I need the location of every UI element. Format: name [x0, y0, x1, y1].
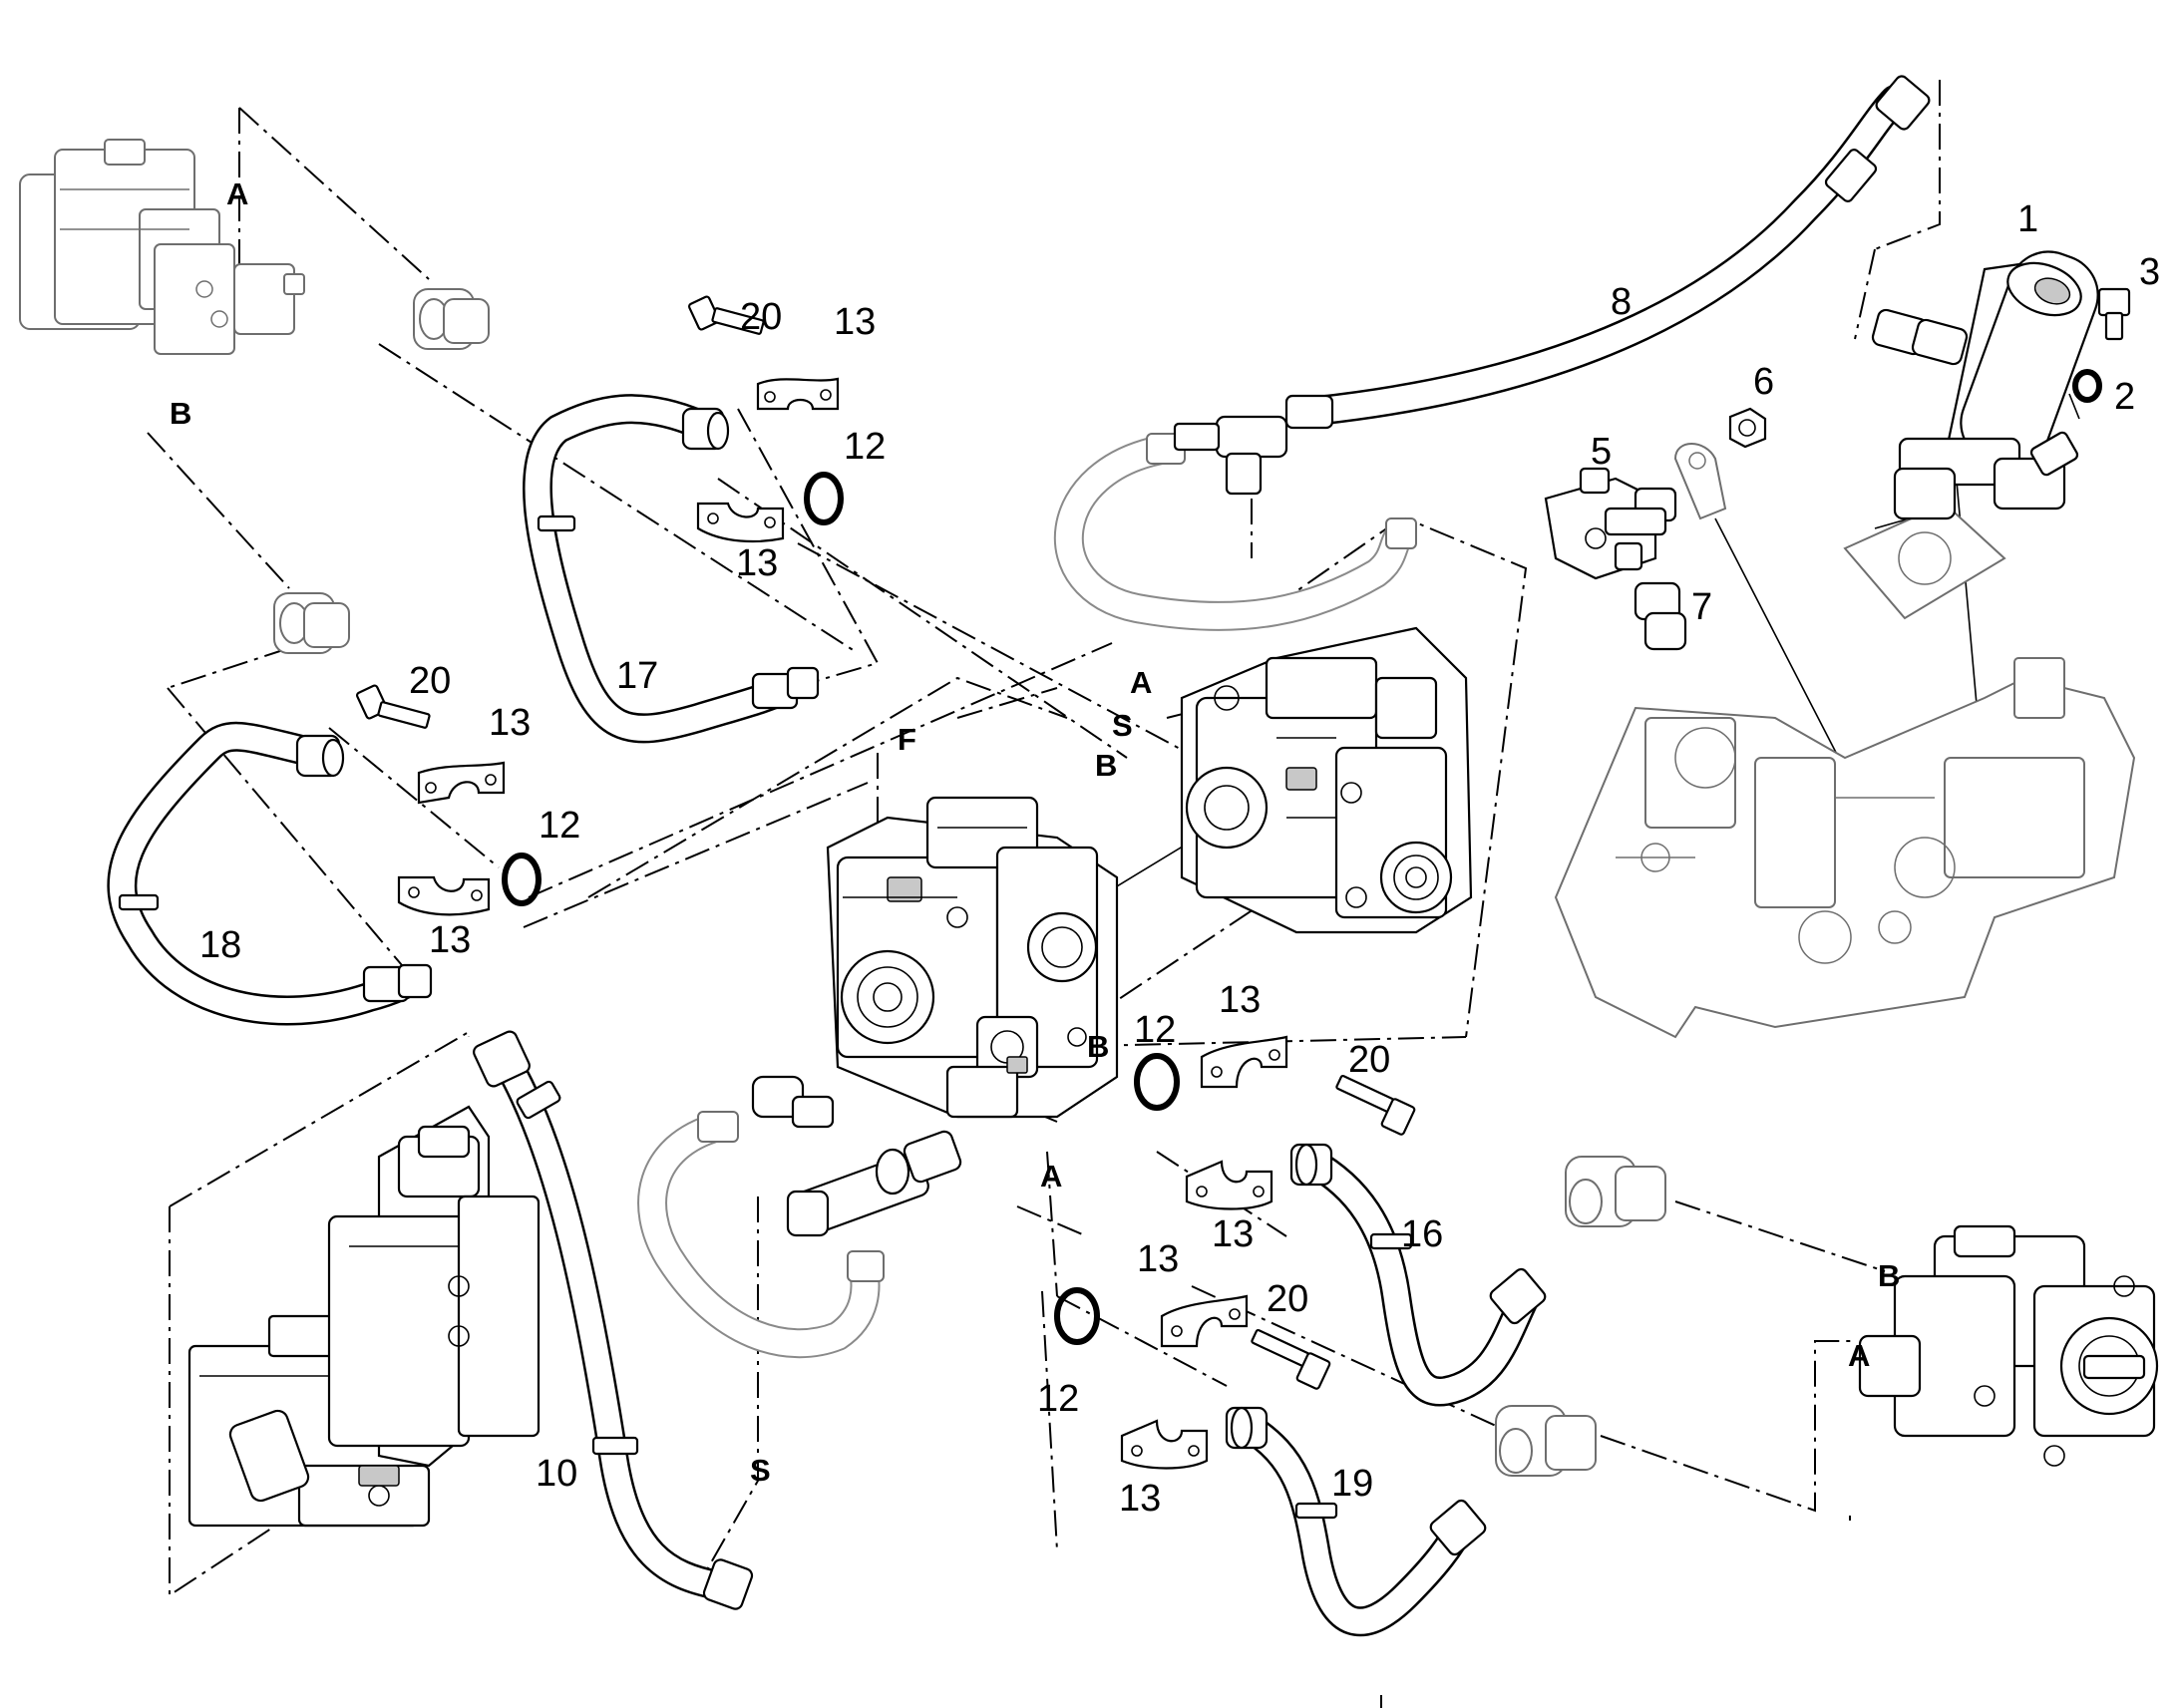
callout-20-left: 20	[409, 660, 451, 702]
port-b-pump: B	[1087, 1029, 1109, 1064]
hose-16	[1289, 1143, 1547, 1407]
port-labels: A B A S B F B A S B A	[170, 176, 1900, 1488]
hose-8	[1284, 75, 1931, 430]
o-ring-icon	[502, 853, 542, 906]
bolt-icon	[1335, 1074, 1416, 1136]
port-f-center: F	[898, 722, 916, 757]
callout-8: 8	[1611, 281, 1632, 323]
callout-19: 19	[1331, 1463, 1373, 1505]
callout-12-mid: 12	[1134, 1009, 1176, 1051]
hose-17	[523, 394, 820, 744]
port-b-center: B	[1095, 748, 1117, 783]
o-ring-icon	[804, 472, 844, 525]
hydraulic-motor-icon	[19, 139, 305, 355]
callout-1: 1	[2017, 198, 2038, 240]
callout-13-top: 13	[834, 301, 876, 343]
port-s-center: S	[1112, 708, 1133, 743]
callout-6: 6	[1753, 361, 1774, 403]
frame-icon	[1554, 657, 2136, 1039]
o-ring-icon	[2072, 369, 2102, 403]
clamp-half-icon	[417, 761, 506, 805]
elbow-fitting-icon	[413, 288, 490, 350]
port-a-right: A	[1848, 1338, 1870, 1373]
callout-20-low: 20	[1267, 1278, 1308, 1320]
port-a-center: A	[1130, 665, 1152, 700]
port-a-topleft: A	[226, 176, 248, 211]
o-ring-icon	[1134, 1053, 1180, 1111]
callout-2: 2	[2114, 376, 2135, 418]
hose-18	[107, 721, 433, 1026]
flange-plate-icon	[1843, 502, 2006, 620]
callout-20-top: 20	[740, 296, 782, 338]
bolt-icon	[2097, 287, 2131, 341]
callout-13-left: 13	[489, 702, 531, 744]
callout-16: 16	[1401, 1213, 1443, 1255]
callout-17: 17	[616, 655, 658, 697]
callout-13-low: 13	[1137, 1238, 1179, 1280]
callout-5: 5	[1591, 431, 1612, 473]
valve-block-icon	[1544, 467, 1677, 580]
hydraulic-pump-icon	[826, 796, 1119, 1119]
port-s-lower: S	[750, 1453, 771, 1488]
elbow-fitting-icon	[1495, 1405, 1597, 1477]
callout-12-left: 12	[539, 805, 580, 847]
hydraulic-motor-icon	[1180, 626, 1473, 934]
fitting-set-lower	[1054, 1287, 1331, 1470]
clamp-half-icon	[756, 377, 840, 411]
callout-18: 18	[199, 924, 241, 966]
elbow-fitting-icon	[1634, 581, 1687, 651]
bolt-icon	[356, 684, 431, 729]
port-a-pump: A	[1040, 1159, 1062, 1194]
tee-fitting-icon	[786, 1130, 962, 1237]
nut-icon	[1728, 407, 1767, 449]
clamp-half-icon	[1160, 1294, 1249, 1348]
callout-12-low: 12	[1037, 1378, 1079, 1420]
hose-10	[473, 1030, 754, 1610]
callout-10: 10	[536, 1453, 577, 1495]
tank-icon	[187, 1105, 541, 1528]
callout-13-low-lower: 13	[1119, 1478, 1161, 1520]
callout-labels: 1 3 2 8 6 5 7 20 13 12 13 17 20 13 12 13…	[199, 198, 2160, 1520]
bracket-icon	[1673, 443, 1727, 520]
callout-7: 7	[1691, 586, 1712, 628]
fitting-set-top	[688, 295, 844, 543]
filter-icon	[1871, 250, 2099, 520]
bolt-icon	[688, 295, 765, 335]
clamp-half-icon	[1185, 1160, 1273, 1210]
callout-13-mid-lower: 13	[1212, 1213, 1254, 1255]
callout-13-top-lower: 13	[736, 542, 778, 584]
ghost-hose-top	[1053, 415, 1417, 631]
fitting-set-mid	[1134, 1035, 1416, 1210]
bolt-icon	[1251, 1328, 1331, 1390]
clamp-half-icon	[696, 502, 785, 543]
elbow-fitting-icon	[751, 1075, 835, 1129]
callout-13-left-lower: 13	[429, 919, 471, 961]
ghost-hose-lower	[637, 1111, 885, 1359]
elbow-fitting-icon	[1565, 1156, 1666, 1227]
callout-3: 3	[2139, 251, 2160, 293]
callout-12-top: 12	[844, 426, 886, 468]
clamp-half-icon	[1200, 1035, 1288, 1089]
hydraulic-motor-icon	[1858, 1224, 2159, 1467]
clamp-half-icon	[1120, 1419, 1209, 1470]
port-b-right: B	[1878, 1258, 1900, 1293]
callout-20-mid: 20	[1348, 1039, 1390, 1081]
clamp-half-icon	[397, 875, 491, 916]
port-b-topleft: B	[170, 396, 191, 431]
o-ring-icon	[1054, 1287, 1100, 1345]
callout-13-mid: 13	[1219, 979, 1261, 1021]
elbow-fitting-icon	[273, 592, 350, 654]
fitting-set-left	[356, 684, 542, 916]
hose-19	[1225, 1406, 1487, 1637]
